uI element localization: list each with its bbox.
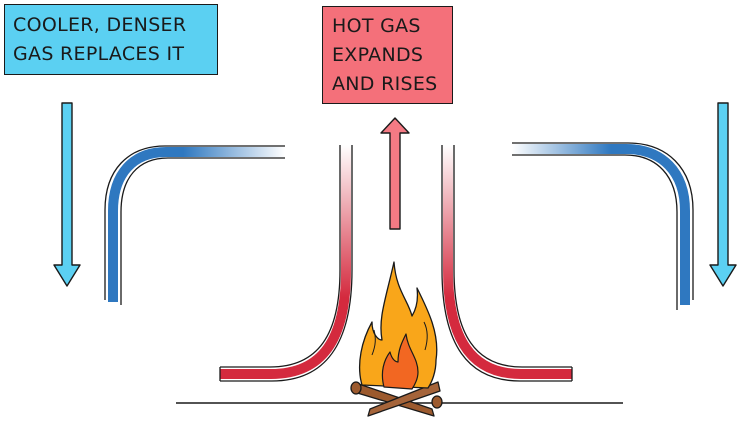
hot-label-line-3: AND RISES: [332, 73, 438, 95]
hot-current-right: [441, 145, 573, 382]
cooler-label-line-1: COOLER, DENSER: [13, 14, 187, 36]
hot-gas-label: HOT GAS EXPANDS AND RISES: [322, 6, 453, 104]
hot-label-line-1: HOT GAS: [332, 15, 421, 37]
log-icon: [367, 381, 443, 417]
flame-outer: [359, 261, 438, 389]
up-arrow-icon: [380, 117, 410, 230]
flame-inner: [381, 333, 419, 390]
down-arrow-icon: [709, 102, 737, 287]
cooler-label-line-2: GAS REPLACES IT: [13, 43, 185, 65]
hot-label-line-2: EXPANDS: [332, 44, 424, 66]
campfire-icon: [350, 261, 443, 417]
cooler-gas-label: COOLER, DENSER GAS REPLACES IT: [4, 4, 218, 75]
hot-current-left: [219, 145, 353, 382]
down-arrow-icon: [53, 102, 81, 287]
cool-current-right: [512, 142, 694, 310]
cool-current-left: [104, 145, 285, 305]
